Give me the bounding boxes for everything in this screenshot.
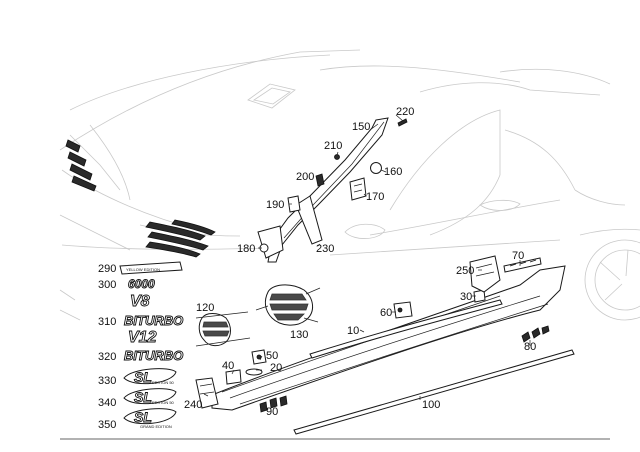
callout-210: 210 xyxy=(324,140,342,152)
callout-40: 40 xyxy=(222,360,234,372)
bracket-part-190 xyxy=(287,195,301,213)
badge-300: 6000 xyxy=(128,277,156,292)
callout-320: 320 xyxy=(98,351,116,363)
clip-part-40 xyxy=(225,369,242,385)
callout-180: 180 xyxy=(237,243,255,255)
screw-part-200 xyxy=(315,173,325,187)
badge-320-biturbo: BITURBO xyxy=(124,348,183,363)
callout-300: 300 xyxy=(98,279,116,291)
rear-bracket-part-250 xyxy=(469,255,501,293)
callout-200: 200 xyxy=(296,171,314,183)
badge-320: V12 BITURBO xyxy=(124,329,184,364)
badge-350-sl: SL xyxy=(134,409,152,425)
callout-340: 340 xyxy=(98,397,116,409)
screw-part-220 xyxy=(397,118,408,127)
badge-350: SL GRAND EDITION xyxy=(123,408,177,429)
callout-60: 60 xyxy=(380,307,392,319)
callout-250: 250 xyxy=(456,265,474,277)
front-bracket-part-240 xyxy=(195,377,219,409)
bracket-part-170 xyxy=(349,177,367,201)
callout-310: 310 xyxy=(98,316,116,328)
clips-part-90 xyxy=(259,395,288,413)
clips-part-80 xyxy=(521,325,550,343)
badge-310-biturbo: BITURBO xyxy=(124,313,183,328)
badge-340: SL EDITION 50 xyxy=(123,388,177,405)
side-vent-grille-part-130 xyxy=(255,284,321,326)
a-pillar-trim-part-150 xyxy=(267,117,389,263)
leader-lines xyxy=(203,114,531,411)
callout-230: 230 xyxy=(316,243,334,255)
hood-vent-slats xyxy=(145,219,216,258)
emblem-strip-part-70 xyxy=(503,257,542,273)
badge-330-sl: SL xyxy=(134,369,152,385)
callout-220: 220 xyxy=(396,106,414,118)
bracket-part-60 xyxy=(393,301,413,319)
pillar-clip-part-180 xyxy=(257,225,284,259)
pillar-lower-part-230 xyxy=(295,195,323,245)
badge-300-text: 6000 xyxy=(128,277,155,291)
side-sill-part-10 xyxy=(211,265,566,411)
lower-strip-part-100 xyxy=(293,349,575,435)
callout-170: 170 xyxy=(366,191,384,203)
front-fender-vents xyxy=(65,139,97,192)
callout-20: 20 xyxy=(270,362,282,374)
badge-350-sub: GRAND EDITION xyxy=(140,424,172,429)
badge-290: YELLOW EDITION xyxy=(119,261,183,275)
callout-290: 290 xyxy=(98,263,116,275)
callout-80: 80 xyxy=(524,341,536,353)
badge-320-v12: V12 xyxy=(128,329,157,346)
callout-10: 10 xyxy=(347,325,359,337)
badge-330: SL EDITION 50 xyxy=(123,368,177,385)
clip-part-210 xyxy=(334,154,340,160)
clip-part-50 xyxy=(251,349,267,365)
badge-330-sub: EDITION 50 xyxy=(152,380,175,385)
sill-strip-part-10b xyxy=(309,299,503,359)
badge-340-sl: SL xyxy=(134,389,152,405)
callout-130: 130 xyxy=(290,329,308,341)
callout-190: 190 xyxy=(266,199,284,211)
badge-310-v8: V8 xyxy=(130,293,150,310)
side-vent-grille-part-120 xyxy=(195,311,251,347)
callout-labels: 220 150 210 160 200 170 190 180 230 70 2… xyxy=(98,106,536,431)
callout-50: 50 xyxy=(266,350,278,362)
callout-30: 30 xyxy=(460,291,472,303)
callout-350: 350 xyxy=(98,419,116,431)
badge-340-sub: EDITION 50 xyxy=(152,400,175,405)
callout-90: 90 xyxy=(266,406,278,418)
badge-290-text: YELLOW EDITION xyxy=(126,267,160,272)
callout-150: 150 xyxy=(352,121,370,133)
badge-310: V8 BITURBO xyxy=(124,293,184,329)
callout-70: 70 xyxy=(512,250,524,262)
callout-100: 100 xyxy=(422,399,440,411)
callout-330: 330 xyxy=(98,375,116,387)
callout-160: 160 xyxy=(384,166,402,178)
callout-240: 240 xyxy=(184,399,202,411)
cap-part-160 xyxy=(370,162,382,174)
callout-120: 120 xyxy=(196,302,214,314)
car-outline xyxy=(59,49,640,321)
clip-part-20 xyxy=(245,368,263,376)
